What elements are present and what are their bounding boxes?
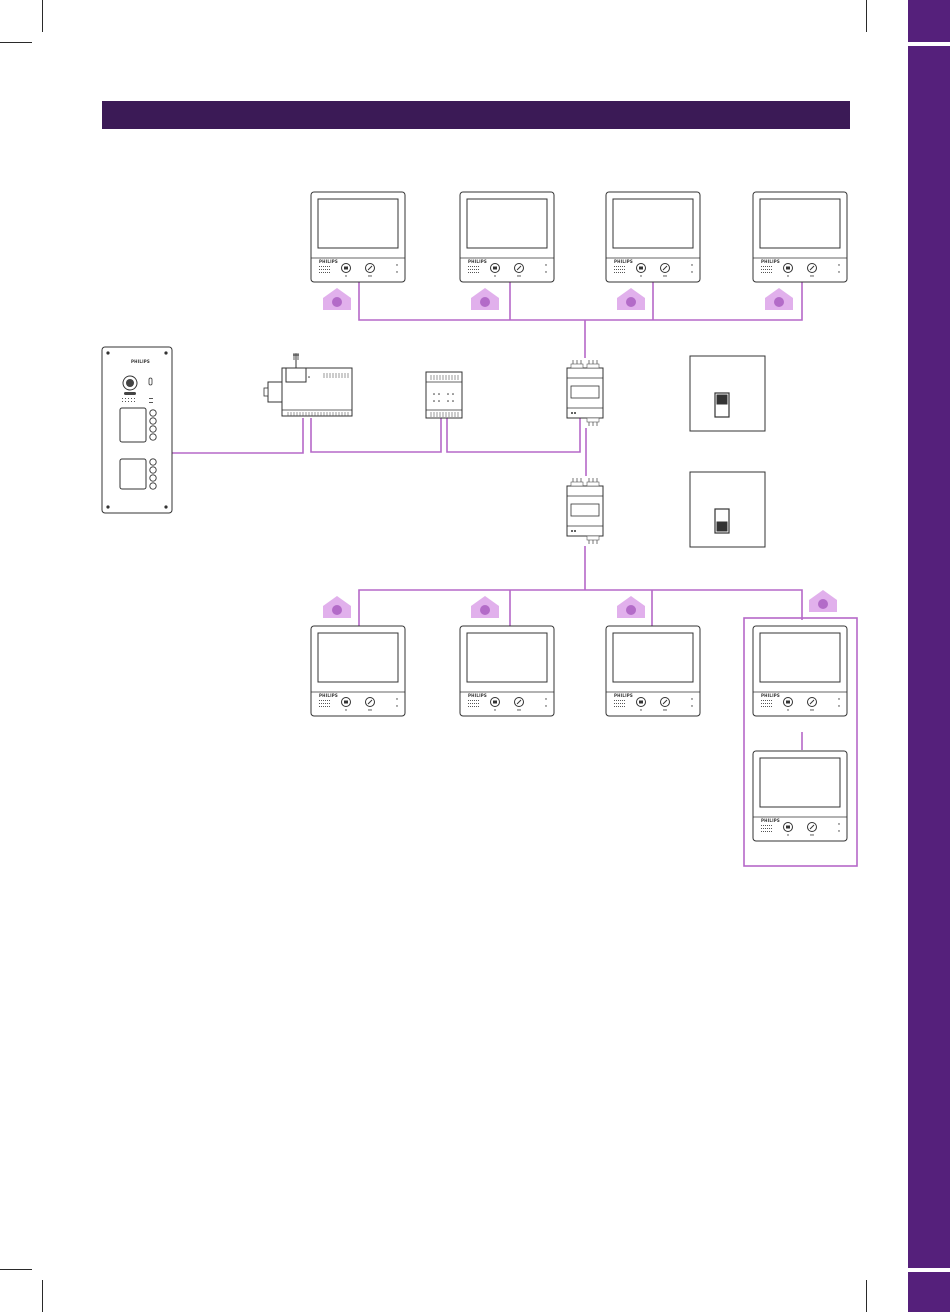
monitor-upper-2: PHILIPS xyxy=(460,192,554,282)
distributor-lower-icon xyxy=(567,478,603,544)
monitor-brand: PHILIPS xyxy=(761,818,780,823)
house-icon xyxy=(617,596,645,618)
dip-switch-b-icon xyxy=(690,472,765,547)
din-controller-icon xyxy=(426,372,462,418)
din-power-supply-icon xyxy=(264,353,352,416)
monitor-lower-1: PHILIPS xyxy=(311,626,405,716)
monitor-upper-3: PHILIPS xyxy=(606,192,700,282)
distributor-upper-icon xyxy=(567,360,603,426)
monitor-brand: PHILIPS xyxy=(319,693,338,698)
house-icon xyxy=(471,288,499,310)
monitor-upper-1: PHILIPS xyxy=(311,192,405,282)
monitor-brand: PHILIPS xyxy=(614,259,633,264)
monitor-upper-4: PHILIPS xyxy=(753,192,847,282)
dip-switch-a-icon xyxy=(690,356,765,431)
door-station-icon: PHILIPS xyxy=(102,347,172,513)
monitor-brand: PHILIPS xyxy=(319,259,338,264)
monitor-grouped-1: PHILIPS xyxy=(753,626,847,716)
house-icon xyxy=(809,590,837,612)
monitor-brand: PHILIPS xyxy=(761,259,780,264)
monitor-brand: PHILIPS xyxy=(468,259,487,264)
monitor-brand: PHILIPS xyxy=(614,693,633,698)
house-icon xyxy=(471,596,499,618)
monitor-lower-3: PHILIPS xyxy=(606,626,700,716)
monitor-lower-2: PHILIPS xyxy=(460,626,554,716)
house-icon xyxy=(617,288,645,310)
house-icon xyxy=(323,288,351,310)
house-icon xyxy=(765,288,793,310)
house-icon xyxy=(323,596,351,618)
monitor-grouped-2: PHILIPS xyxy=(753,751,847,841)
monitor-brand: PHILIPS xyxy=(761,693,780,698)
monitor-brand: PHILIPS xyxy=(468,693,487,698)
door-station-brand: PHILIPS xyxy=(131,359,150,364)
